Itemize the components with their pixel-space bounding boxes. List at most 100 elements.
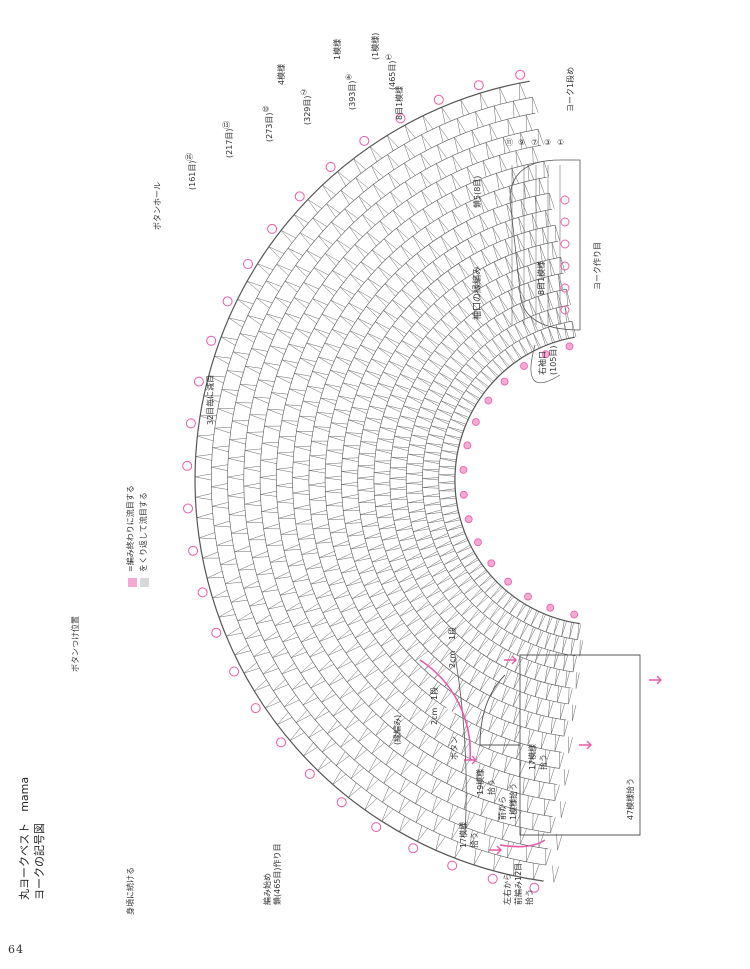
stitch-mark (544, 848, 552, 866)
stitch-mark (355, 177, 369, 193)
stitch-mark (389, 644, 404, 658)
stitch-mark (268, 246, 285, 259)
stitch-mark (559, 702, 565, 720)
stitch-mark (386, 586, 403, 596)
stitch-mark (499, 155, 507, 172)
stitch-mark (463, 319, 476, 334)
stitch-mark (453, 569, 468, 581)
stitch-mark (372, 394, 390, 402)
stitch-mark (403, 144, 416, 160)
stitch-mark (360, 382, 377, 391)
stitch-mark (318, 356, 335, 366)
stitch-mark (428, 389, 444, 399)
stitch-mark (220, 336, 238, 346)
stitch-mark (406, 615, 421, 627)
pink-scallop (359, 135, 370, 146)
stitch-mark (362, 710, 377, 725)
stitch-mark (442, 510, 459, 516)
stitch-mark (556, 291, 563, 308)
stitch-mark (482, 600, 495, 614)
stitch-mark (525, 643, 534, 660)
stitch-mark (544, 632, 552, 649)
stitch-mark (330, 422, 348, 429)
pink-scallop (185, 418, 196, 429)
stitch-mark (406, 472, 423, 476)
stitch-mark (501, 686, 511, 702)
pink-motif (524, 592, 532, 601)
stitch-mark (404, 124, 416, 141)
stitch-mark (456, 544, 472, 554)
stitch-mark (516, 603, 527, 619)
stitch-mark (466, 166, 476, 184)
stitch-mark (282, 631, 299, 643)
stitch-mark (507, 840, 515, 858)
stitch-mark (471, 356, 485, 370)
stitch-mark (398, 573, 414, 584)
stitch-mark (357, 476, 374, 481)
stitch-mark (232, 420, 249, 427)
pink-motif (570, 610, 579, 619)
pink-scallop (206, 335, 217, 346)
stitch-mark (316, 590, 333, 599)
stitch-mark (358, 727, 372, 742)
stitch-mark (237, 299, 254, 310)
stitch-mark (357, 318, 373, 330)
body-pick-d: 前から (497, 796, 507, 820)
stitch-mark (448, 311, 462, 325)
stitch-mark (440, 319, 454, 333)
stitch-mark (234, 545, 252, 553)
stitch-mark (525, 711, 533, 728)
stitch-mark (266, 313, 283, 324)
stitch-mark (249, 597, 266, 607)
stitch-mark (508, 635, 518, 651)
pink-motif (541, 350, 550, 359)
stitch-mark (550, 717, 557, 735)
stitch-mark (527, 248, 535, 265)
stitch-mark (394, 436, 411, 442)
stitch-mark (489, 301, 500, 317)
stitch-mark (375, 449, 393, 454)
pink-scallop (294, 191, 305, 202)
stitch-mark (488, 698, 499, 714)
stitch-mark (294, 445, 311, 451)
stitch-mark (459, 663, 471, 678)
stitch-mark (392, 325, 407, 338)
stitch-mark (377, 438, 394, 444)
stitch-mark (499, 87, 507, 105)
stitch-mark (554, 734, 560, 752)
stitch-mark (436, 706, 449, 722)
stitch-mark (347, 530, 364, 537)
stitch-mark (469, 256, 480, 272)
stitch-mark (451, 210, 462, 226)
stitch-mark (439, 488, 456, 492)
body-pick-f: 左右から (502, 873, 512, 905)
stitch-mark (476, 594, 489, 608)
stitch-mark (239, 333, 257, 343)
sleeve-right-count: (105目) (549, 345, 558, 375)
pink-scallop (433, 94, 444, 105)
stitch-mark (346, 669, 362, 683)
stitch-mark (374, 492, 391, 497)
stitch-mark (479, 214, 489, 231)
stitch-mark (528, 299, 537, 316)
stitch-mark (311, 617, 328, 628)
stitch-mark (479, 93, 488, 110)
stitch-mark (296, 430, 313, 437)
stitch-mark (418, 733, 431, 749)
sleeve-row-number: ① (557, 138, 564, 147)
stitch-mark (469, 588, 483, 602)
stitch-mark (306, 342, 323, 353)
stitch-mark (408, 508, 426, 513)
stitch-mark (318, 235, 333, 249)
stitch-mark (450, 356, 465, 369)
stitch-mark (484, 580, 498, 593)
stitch-mark (520, 199, 528, 217)
stitch-mark (451, 823, 461, 840)
stitch-mark (328, 673, 344, 686)
stitch-mark (321, 283, 337, 296)
stitch-mark (253, 646, 270, 657)
stitch-mark (404, 162, 416, 179)
pink-scallop (529, 882, 540, 893)
stitch-mark (386, 405, 403, 413)
stitch-mark (442, 295, 455, 309)
